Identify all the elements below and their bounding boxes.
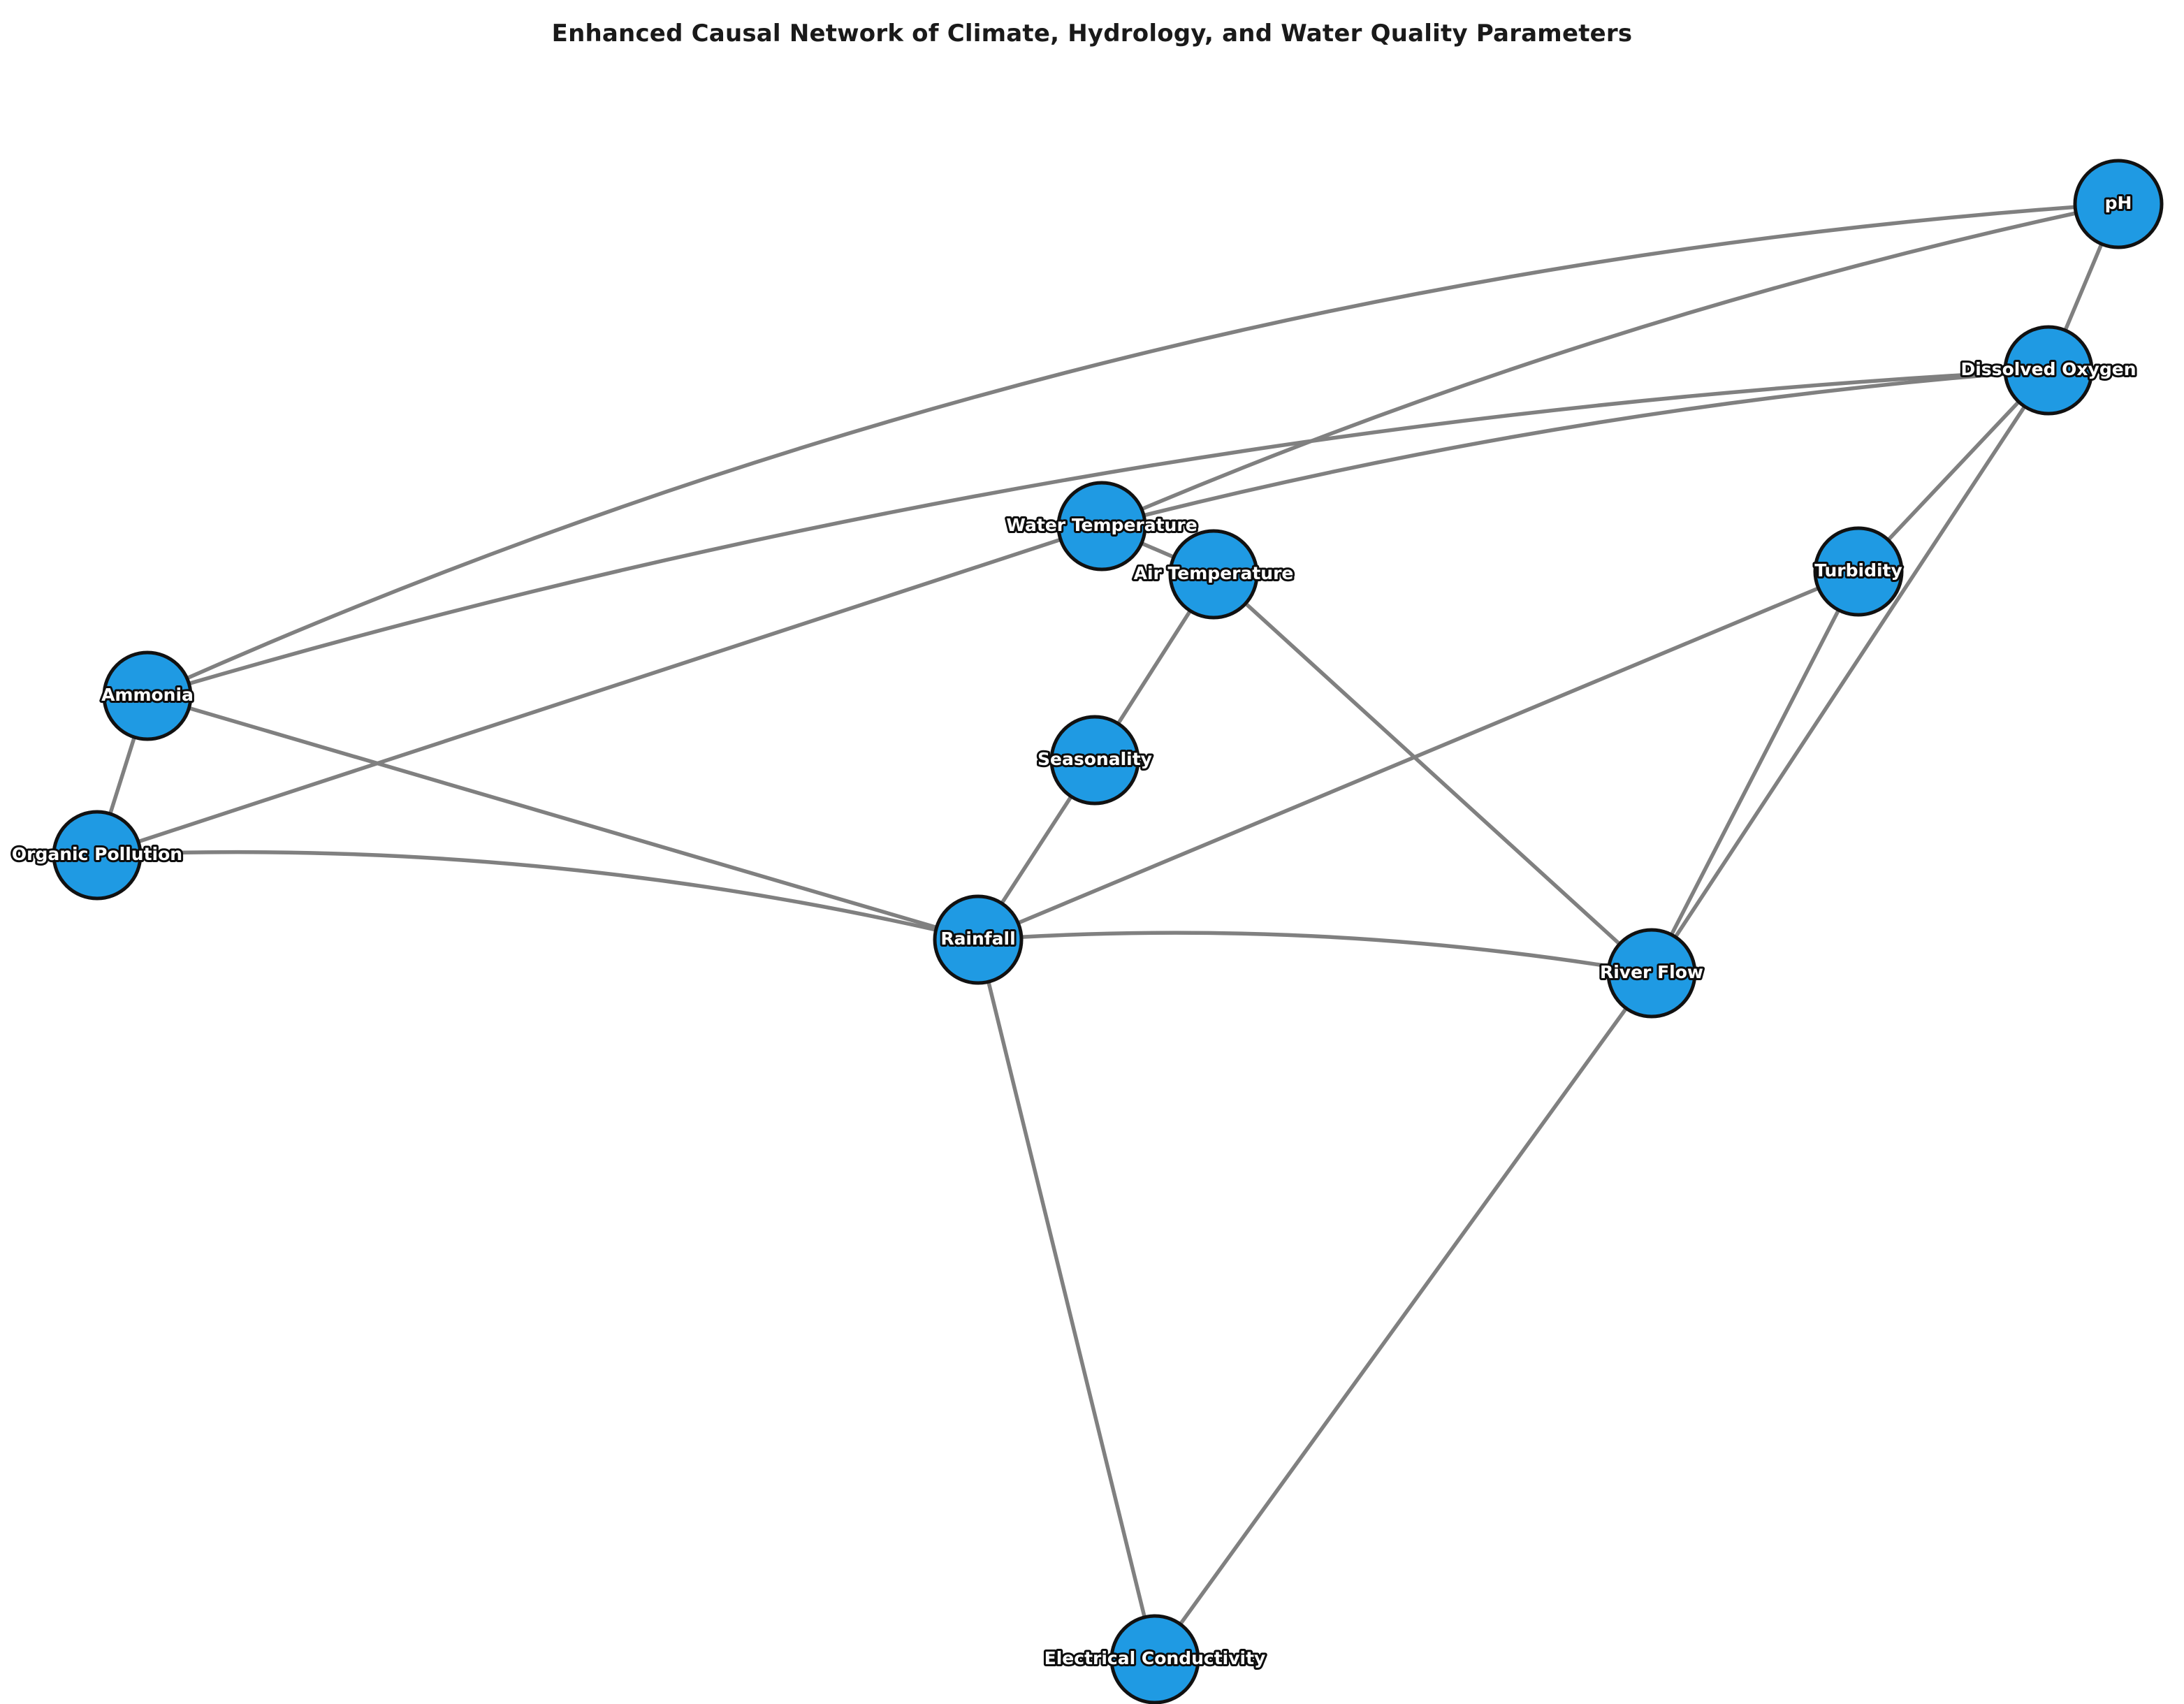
- node-dissolved-oxygen[interactable]: Dissolved Oxygen: [1958, 325, 2139, 416]
- edge-rainfall-to-electrical-conductivity: [976, 938, 1157, 1661]
- edge-ammonia-to-rainfall: [145, 694, 980, 942]
- node-circle-air-temperature[interactable]: [1168, 529, 1259, 620]
- node-label-electrical-conductivity: Electrical Conductivity: [1044, 1648, 1266, 1668]
- page-title: Enhanced Causal Network of Climate, Hydr…: [551, 20, 1633, 48]
- edge-river-flow-to-electrical-conductivity: [1153, 971, 1654, 1661]
- node-circle-turbidity[interactable]: [1813, 526, 1904, 617]
- node-circle-ph[interactable]: [2073, 159, 2164, 249]
- node-circle-dissolved-oxygen[interactable]: [2003, 325, 2094, 416]
- node-ph[interactable]: pH: [2073, 159, 2164, 249]
- edge-layer: [95, 202, 2120, 1661]
- edge-turbidity-to-river-flow: [1650, 569, 1861, 975]
- edge-water-temperature-to-organic-pollution: [95, 524, 1104, 857]
- edge-turbidity-to-rainfall: [976, 569, 1861, 942]
- node-circle-electrical-conductivity[interactable]: [1109, 1614, 1200, 1704]
- node-circle-rainfall[interactable]: [933, 894, 1024, 985]
- node-label-ph: pH: [2105, 193, 2132, 213]
- node-label-dissolved-oxygen: Dissolved Oxygen: [1960, 359, 2136, 379]
- node-label-air-temperature: Air Temperature: [1134, 563, 1294, 583]
- node-circle-water-temperature[interactable]: [1056, 481, 1147, 571]
- edge-rainfall-to-river-flow: [976, 931, 1654, 975]
- node-seasonality[interactable]: Seasonality: [1035, 715, 1154, 806]
- edge-dissolved-oxygen-to-river-flow: [1650, 368, 2051, 975]
- node-circle-seasonality[interactable]: [1049, 715, 1140, 806]
- node-organic-pollution[interactable]: Organic Pollution: [10, 810, 184, 901]
- node-rainfall[interactable]: Rainfall: [933, 894, 1024, 985]
- edge-air-temperature-to-river-flow: [1211, 572, 1654, 975]
- node-electrical-conductivity[interactable]: Electrical Conductivity: [1042, 1614, 1267, 1704]
- node-circle-ammonia[interactable]: [102, 650, 193, 741]
- node-circle-organic-pollution[interactable]: [52, 810, 143, 901]
- edge-dissolved-oxygen-to-water-temperature: [1100, 368, 2051, 528]
- node-label-seasonality: Seasonality: [1038, 749, 1152, 769]
- node-label-river-flow: River Flow: [1600, 962, 1703, 982]
- node-circle-river-flow[interactable]: [1606, 928, 1697, 1019]
- node-label-rainfall: Rainfall: [940, 929, 1015, 949]
- edge-organic-pollution-to-rainfall: [95, 850, 980, 942]
- node-label-ammonia: Ammonia: [101, 685, 194, 705]
- node-label-organic-pollution: Organic Pollution: [12, 844, 182, 864]
- node-water-temperature[interactable]: Water Temperature: [1004, 481, 1200, 571]
- edge-dissolved-oxygen-to-ammonia: [145, 368, 2051, 698]
- node-turbidity[interactable]: Turbidity: [1812, 526, 1905, 617]
- node-label-turbidity: Turbidity: [1814, 560, 1902, 581]
- edge-ph-to-ammonia: [145, 202, 2120, 698]
- node-river-flow[interactable]: River Flow: [1598, 928, 1705, 1019]
- node-ammonia[interactable]: Ammonia: [99, 650, 196, 741]
- node-air-temperature[interactable]: Air Temperature: [1132, 529, 1295, 620]
- node-label-water-temperature: Water Temperature: [1006, 515, 1197, 535]
- edge-ph-to-water-temperature: [1100, 202, 2120, 528]
